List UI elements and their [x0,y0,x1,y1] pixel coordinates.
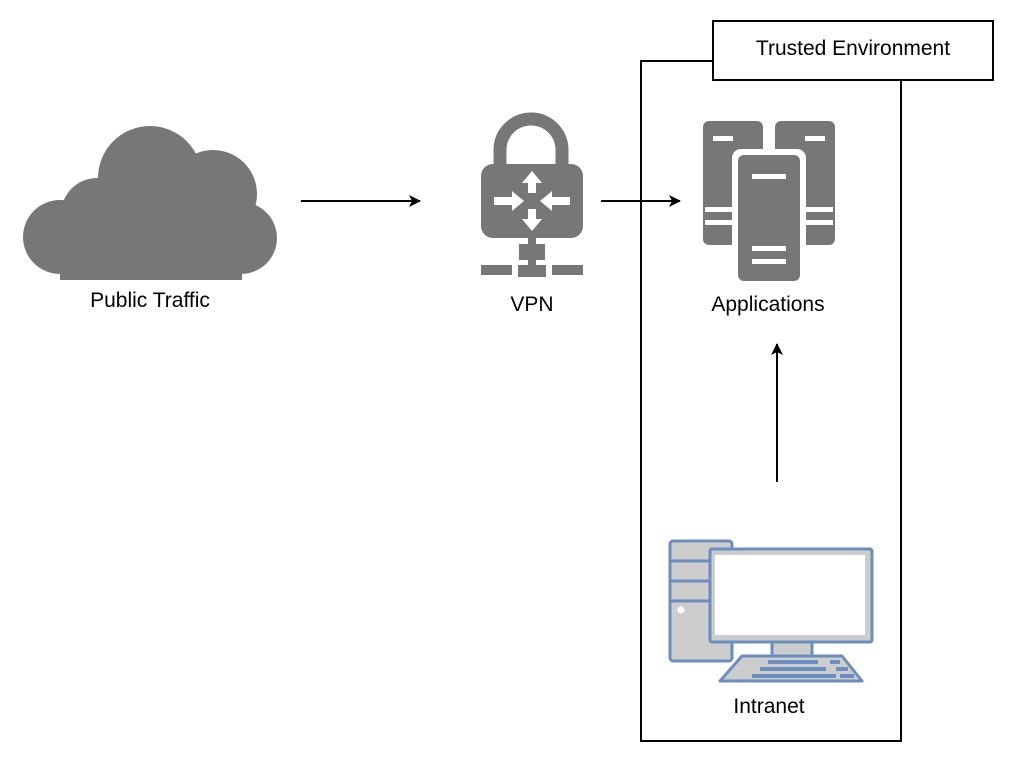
applications-label: Applications [711,293,824,316]
intranet-label: Intranet [733,695,804,718]
servers-icon [703,121,835,285]
vpn-node: VPN [481,112,583,316]
public-traffic-label: Public Traffic [90,289,210,312]
vpn-label: VPN [510,293,553,316]
trusted-environment-label-box [712,20,994,81]
desktop-computer-icon [668,539,874,683]
cloud-icon [23,126,277,280]
trusted-environment-label: Trusted Environment [756,37,950,60]
applications-node: Applications [703,121,835,316]
intranet-node: Intranet [668,539,874,718]
public-traffic-node: Public Traffic [23,126,277,312]
vpn-lock-icon [481,112,583,277]
